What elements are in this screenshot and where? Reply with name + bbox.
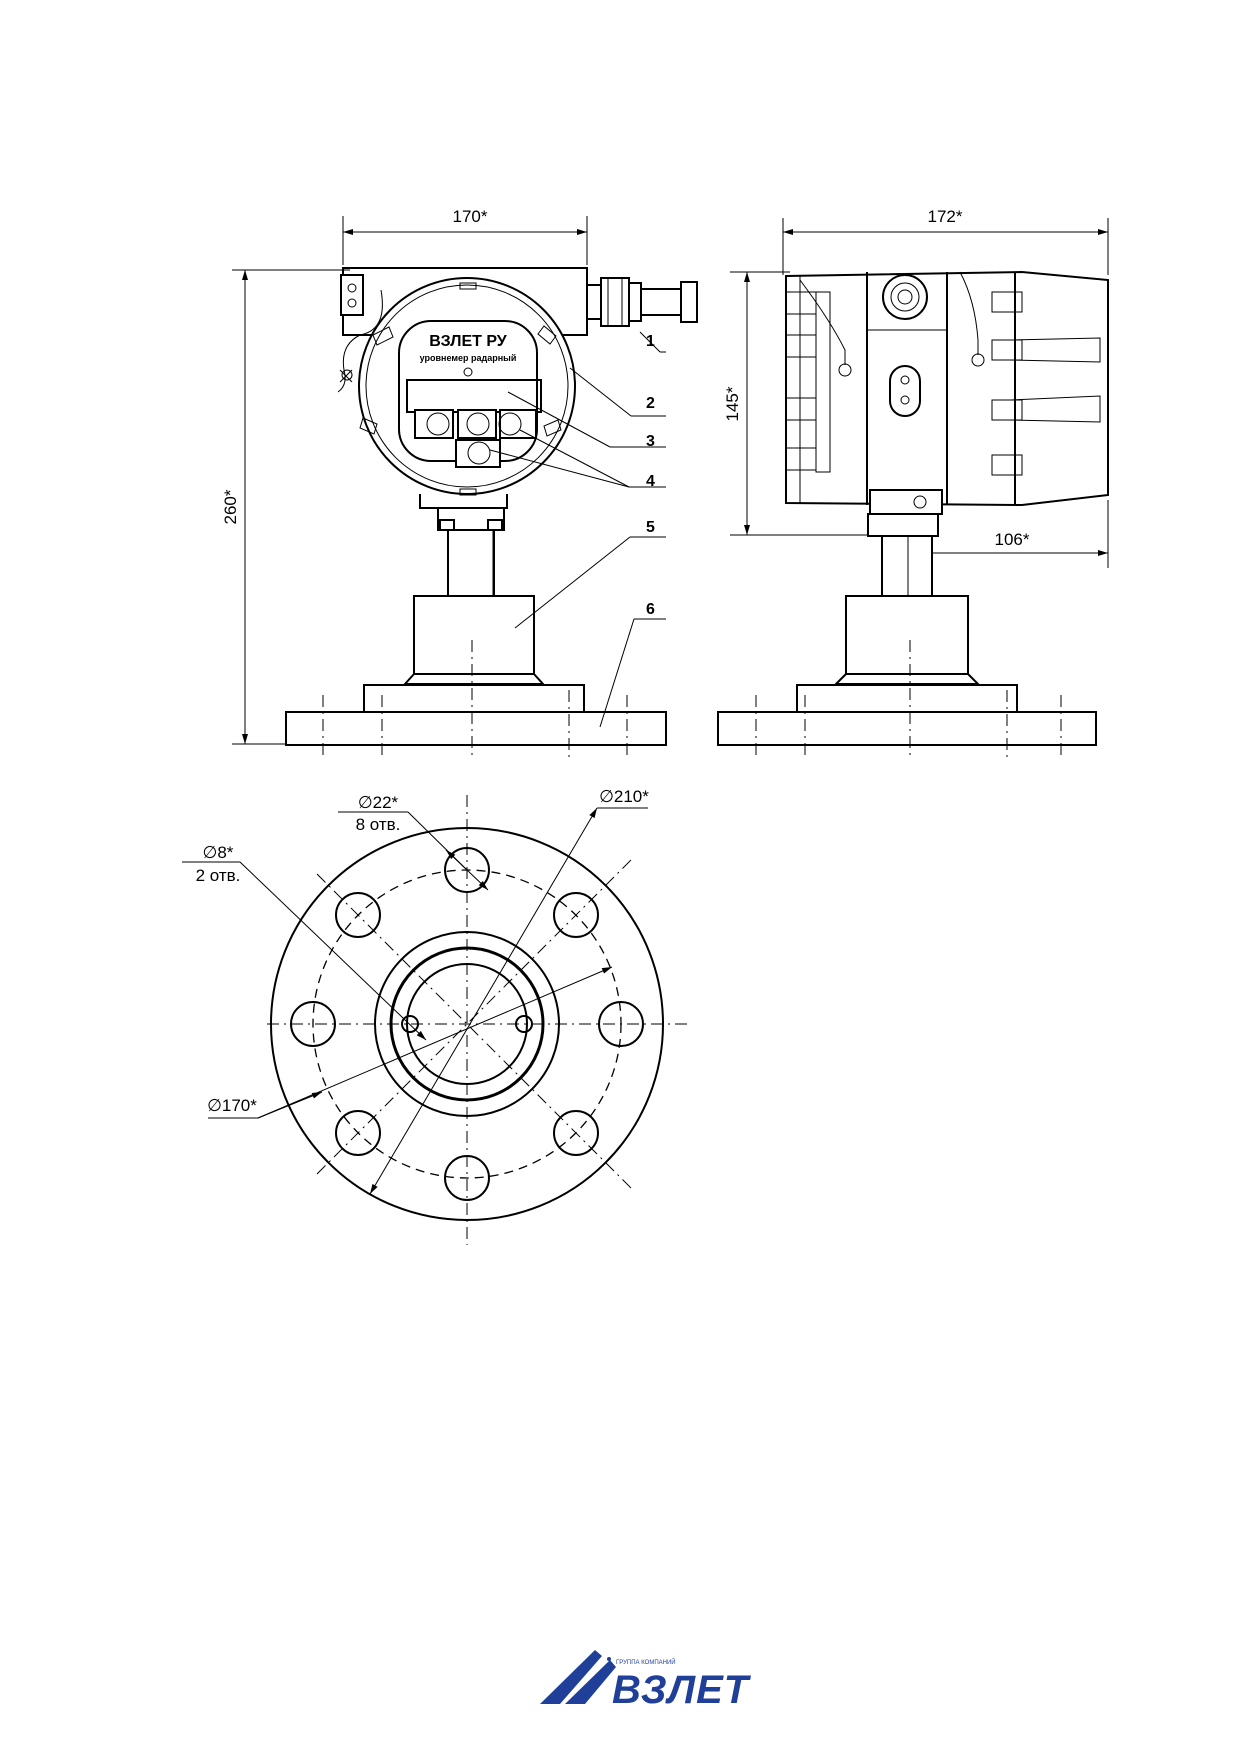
vzlet-logo: ГРУППА КОМПАНИЙ ВЗЛЕТ xyxy=(540,1650,752,1712)
dimension-label: 170* xyxy=(453,207,488,226)
dim-outer-diameter: ∅210* xyxy=(599,787,649,806)
dimension-label: 106* xyxy=(995,530,1030,549)
dim-small-count: 2 отв. xyxy=(196,866,241,885)
callout-1: 1 xyxy=(646,333,655,350)
keypad xyxy=(414,409,537,468)
cable-gland xyxy=(586,277,698,327)
callout-6: 6 xyxy=(646,601,655,618)
dimension-offset-side: 106* xyxy=(910,500,1109,568)
callout-5: 5 xyxy=(646,519,655,536)
callout-4: 4 xyxy=(646,473,655,490)
dimension-width-side: 172* xyxy=(782,207,1109,275)
dimension-height-housing: 145* xyxy=(723,271,890,536)
dimension-label: 145* xyxy=(723,386,742,421)
dimension-height-total: 260* xyxy=(221,269,350,745)
dim-bolt-circle: ∅170* xyxy=(207,1096,257,1115)
device-name: ВЗЛЕТ РУ xyxy=(429,333,508,350)
dim-small-diameter: ∅8* xyxy=(203,843,234,862)
dim-hole-count: 8 отв. xyxy=(356,815,401,834)
flange-plan-view: ∅22* 8 отв. ∅8* 2 отв. ∅210* ∅170* xyxy=(182,787,690,1245)
callout-2: 2 xyxy=(646,395,655,412)
callout-leaders xyxy=(489,331,666,728)
logo-text: ВЗЛЕТ xyxy=(612,1668,752,1712)
side-view: 172* 145* 106* xyxy=(717,207,1109,760)
dimension-label: 260* xyxy=(221,489,240,524)
dimension-label: 172* xyxy=(928,207,963,226)
dim-hole-diameter: ∅22* xyxy=(358,793,399,812)
callout-3: 3 xyxy=(646,433,655,450)
front-view: 170* 260* xyxy=(221,207,698,760)
device-subtitle: уровнемер радарный xyxy=(420,353,517,363)
dimension-width-front: 170* xyxy=(342,207,588,265)
logo-tagline: ГРУППА КОМПАНИЙ xyxy=(616,1658,676,1666)
